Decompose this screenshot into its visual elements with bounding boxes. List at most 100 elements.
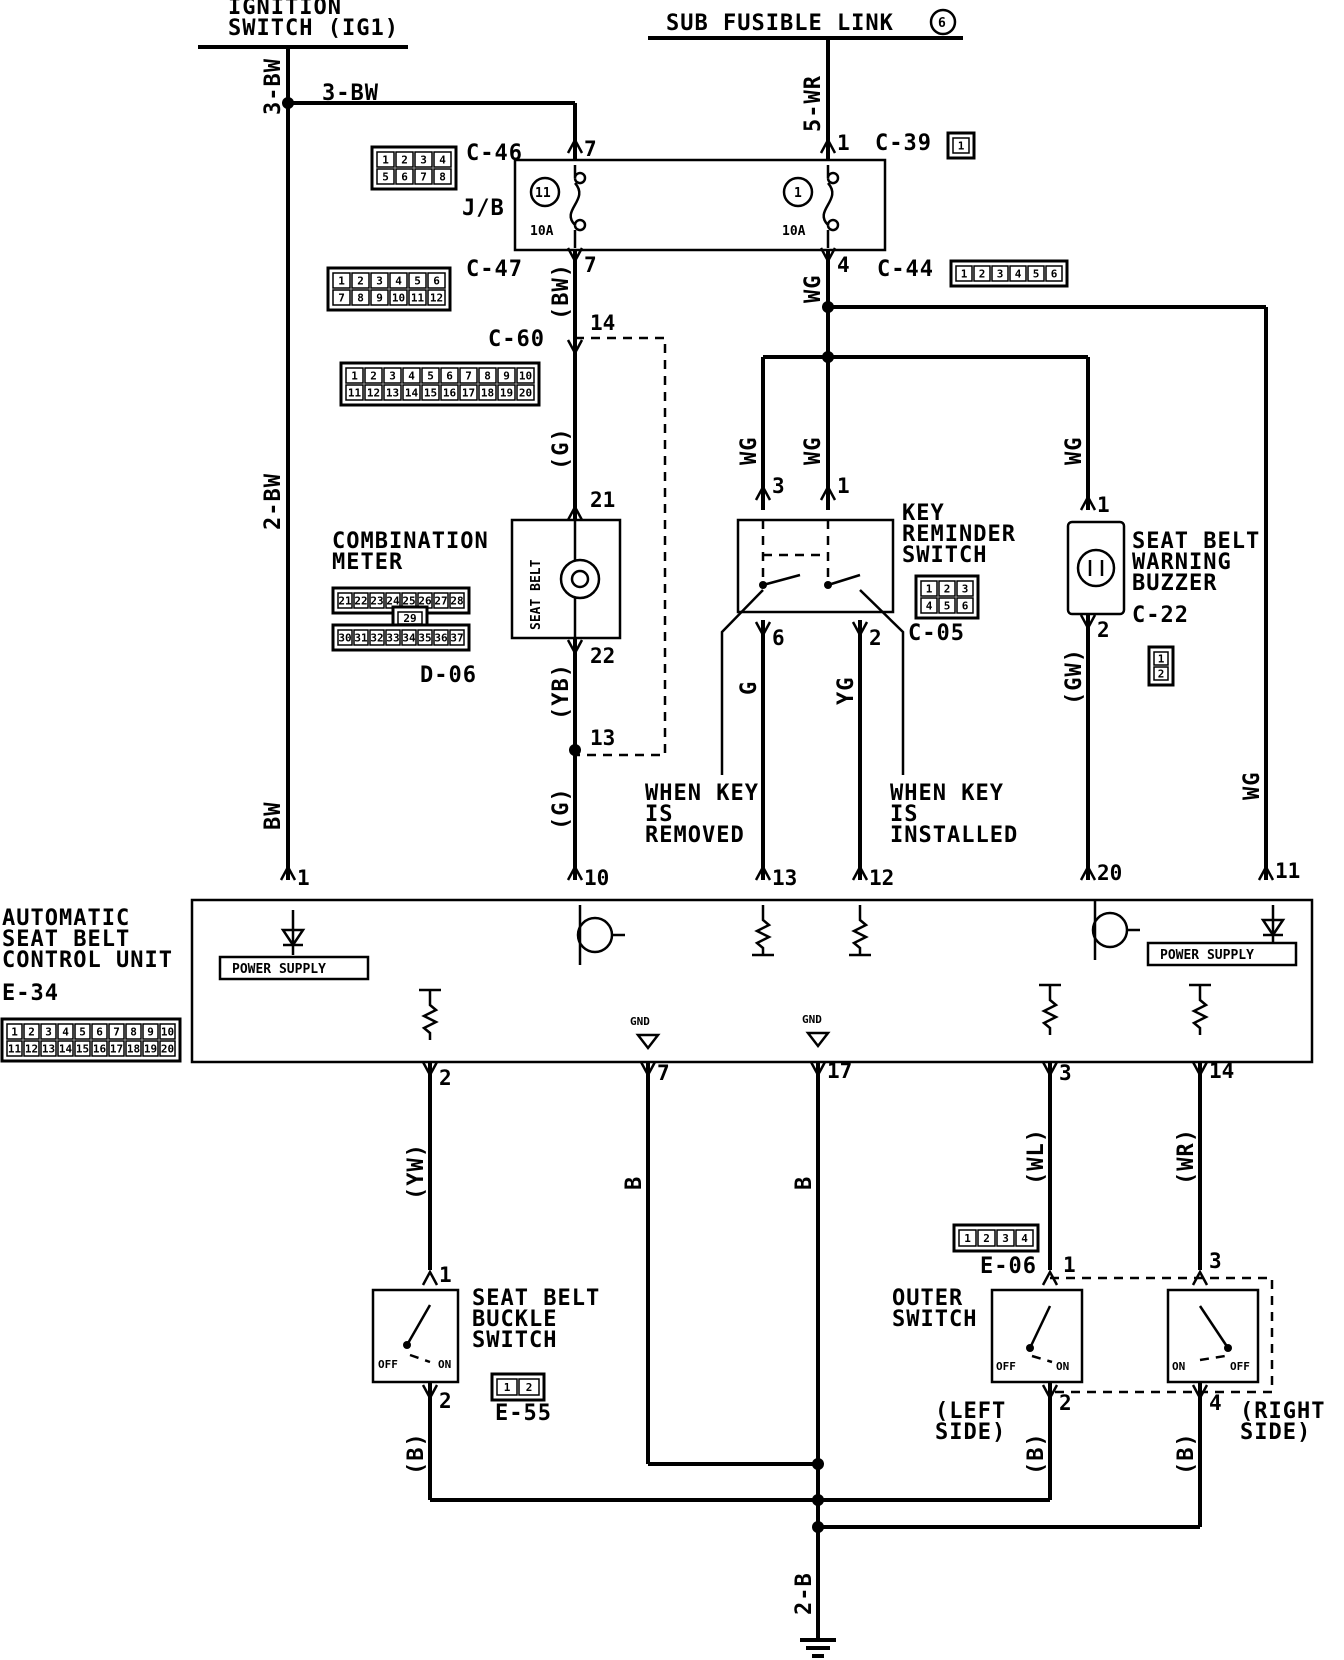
connector-cell-label: 16 xyxy=(93,1043,107,1056)
connector-cell-label: 24 xyxy=(386,595,400,608)
connector-cell xyxy=(414,151,433,168)
wire-g-paren-lower: (G) xyxy=(549,787,574,830)
connector-cell-label: 33 xyxy=(386,632,399,645)
connector-cell-label: 13 xyxy=(386,387,399,400)
connector-cell-label: 11 xyxy=(411,292,425,305)
connector-cell-label: 32 xyxy=(370,632,383,645)
connector-cell xyxy=(440,384,459,401)
connector-cell xyxy=(938,580,956,597)
connector-cell xyxy=(351,289,370,306)
connector-cell xyxy=(920,580,938,597)
outer-switch-right: ON OFF xyxy=(1166,1288,1260,1384)
connector-cell-label: 16 xyxy=(443,387,457,400)
pin-label: 1 xyxy=(1063,1253,1076,1277)
wire-5-wr: 5-WR xyxy=(801,75,826,132)
pin-label: 6 xyxy=(772,626,785,650)
connector-cell-label: 5 xyxy=(427,370,434,383)
connector-cell xyxy=(385,629,401,646)
connector-cell-label: 1 xyxy=(1158,653,1165,666)
fuse-1-number: 1 xyxy=(794,186,802,201)
pin-label: 1 xyxy=(297,866,310,890)
connector-cell-label: 1 xyxy=(338,275,345,288)
connector-d06-label: D-06 xyxy=(420,663,477,688)
connector-c39-label: C-39 xyxy=(875,131,932,156)
connector-cell-label: 4 xyxy=(926,600,933,613)
pin-label: 20 xyxy=(1097,861,1122,885)
pin-label: 13 xyxy=(772,866,797,890)
connector-cell xyxy=(345,367,364,384)
connector-e06-label: E-06 xyxy=(980,1254,1037,1279)
connector-cell-label: 5 xyxy=(944,600,951,613)
connector-cell-label: 18 xyxy=(127,1043,140,1056)
connector-cell-label: 1 xyxy=(926,583,933,596)
connector-cell-label: 37 xyxy=(450,632,463,645)
connector-cell-label: 18 xyxy=(481,387,494,400)
connector-cell-label: 7 xyxy=(338,292,345,305)
connector-cell-label: 10 xyxy=(161,1026,174,1039)
connector-cell xyxy=(496,1378,518,1396)
connector-cell xyxy=(91,1023,108,1040)
outer-left-on-label: ON xyxy=(1056,1360,1069,1373)
connector-cell-label: 2 xyxy=(983,1232,990,1245)
connector-cell xyxy=(518,1378,540,1396)
connector-cell xyxy=(383,367,402,384)
connector-cell xyxy=(996,1229,1015,1247)
pin-label: 4 xyxy=(1209,1391,1222,1415)
seat-belt-buckle-switch: OFF ON xyxy=(371,1288,460,1384)
pin-markers xyxy=(279,137,1275,1401)
connector-cell xyxy=(1015,1229,1034,1247)
connector-cell-label: 31 xyxy=(354,632,368,645)
outer-right-on-label: ON xyxy=(1172,1360,1185,1373)
connector-cell-label: 14 xyxy=(405,387,419,400)
connector-cell xyxy=(395,168,414,185)
seat-belt-warning-buzzer xyxy=(1066,520,1126,616)
connector-cell-label: 2 xyxy=(357,275,364,288)
connector-cell xyxy=(402,367,421,384)
connector-cell-label: 4 xyxy=(439,154,446,167)
connector-cell-label: 20 xyxy=(519,387,532,400)
connector-cell xyxy=(74,1040,91,1057)
connector-cell xyxy=(370,289,389,306)
connector-cell xyxy=(23,1023,40,1040)
sub-fusible-link-label: SUB FUSIBLE LINK xyxy=(666,11,894,36)
seat-belt-lamp: SEAT BELT xyxy=(510,518,622,640)
wire-2-bw: 2-BW xyxy=(261,473,286,530)
wires xyxy=(286,38,1268,1640)
connector-cell-label: 28 xyxy=(450,595,463,608)
connector-cell xyxy=(1153,651,1169,666)
connector-cell xyxy=(449,629,465,646)
wire-b-7: B xyxy=(622,1176,647,1190)
connector-cell-label: 19 xyxy=(144,1043,157,1056)
connector-cell xyxy=(417,629,433,646)
connector-cell-label: 17 xyxy=(110,1043,123,1056)
connector-cell-label: 7 xyxy=(465,370,472,383)
connector-cell xyxy=(353,629,369,646)
connector-c46-label: C-46 xyxy=(466,141,523,166)
connector-cell-label: 25 xyxy=(402,595,415,608)
connector-face-c39: 1 xyxy=(946,131,976,160)
connector-cell-label: 7 xyxy=(113,1026,120,1039)
connector-cell xyxy=(956,580,974,597)
wire-wr-paren: (WR) xyxy=(1174,1128,1199,1185)
connector-cell xyxy=(408,289,427,306)
wire-wg-key-1: WG xyxy=(801,437,826,466)
connector-cell-label: 3 xyxy=(376,275,383,288)
connector-cell xyxy=(364,384,383,401)
wire-bw: BW xyxy=(261,802,286,831)
sub-fusible-link-number: 6 xyxy=(938,16,946,31)
connector-cell xyxy=(408,272,427,289)
connector-cell-label: 1 xyxy=(11,1026,18,1039)
wire-yb-paren: (YB) xyxy=(549,663,574,720)
outer-right-off-label: OFF xyxy=(1230,1360,1250,1373)
connector-cell-label: 13 xyxy=(42,1043,55,1056)
connector-c05-label: C-05 xyxy=(908,621,965,646)
meter-bypass-dashed xyxy=(575,336,667,757)
